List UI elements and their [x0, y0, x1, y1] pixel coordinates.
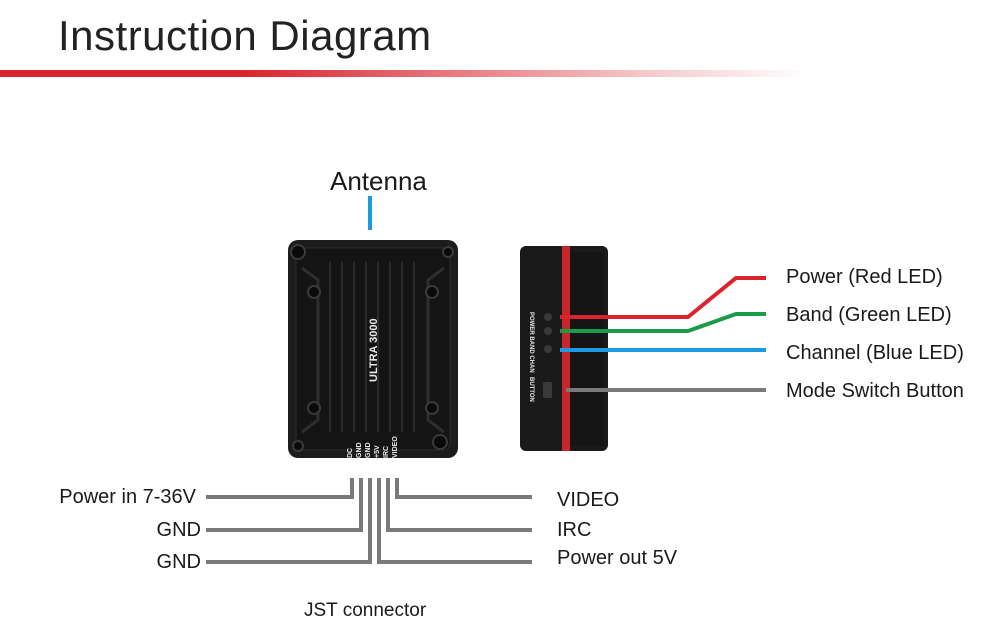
pin-label-gnd-2: GND — [365, 442, 372, 458]
module-top-view: ULTRA 3000 DC GND GND +5V IRC VIDEO — [288, 240, 458, 458]
pin-label-dc: DC — [347, 448, 354, 458]
side-button-label: BUTTON — [528, 377, 534, 402]
wire-gnd-1 — [206, 478, 363, 532]
label-power-out: Power out 5V — [557, 547, 678, 569]
label-power-in: Power in 7-36V — [59, 486, 196, 508]
title-underline — [0, 70, 808, 77]
label-gnd-2: GND — [156, 551, 201, 573]
label-mode-switch-button: Mode Switch Button — [786, 380, 964, 402]
pin-label-video: VIDEO — [392, 436, 399, 458]
label-channel-blue-led: Channel (Blue LED) — [786, 342, 964, 364]
wire-band-green — [560, 312, 766, 333]
label-gnd-1: GND — [156, 519, 201, 541]
connector-label: JST connector — [304, 600, 427, 621]
wire-gnd-2 — [206, 478, 372, 564]
label-video: VIDEO — [557, 489, 620, 511]
antenna-label: Antenna — [330, 166, 427, 196]
wire-irc — [386, 478, 532, 532]
pin-label-gnd-1: GND — [356, 442, 363, 458]
led-band — [544, 327, 552, 335]
wire-power-red — [560, 276, 766, 319]
page-title: Instruction Diagram — [58, 12, 432, 59]
label-band-green-led: Band (Green LED) — [786, 304, 952, 326]
wire-power-in — [206, 478, 354, 499]
pin-label-5v: +5V — [374, 445, 381, 458]
pin-label-irc: IRC — [383, 446, 390, 458]
led-power — [544, 313, 552, 321]
mode-switch-button — [543, 382, 552, 398]
side-led-labels: POWER BAND CHAN — [528, 312, 534, 373]
wire-video — [395, 478, 532, 499]
label-power-red-led: Power (Red LED) — [786, 266, 943, 288]
module-model-label: ULTRA 3000 — [368, 318, 380, 382]
led-channel — [544, 345, 552, 353]
label-irc: IRC — [557, 519, 592, 541]
wire-power-out — [377, 478, 532, 564]
